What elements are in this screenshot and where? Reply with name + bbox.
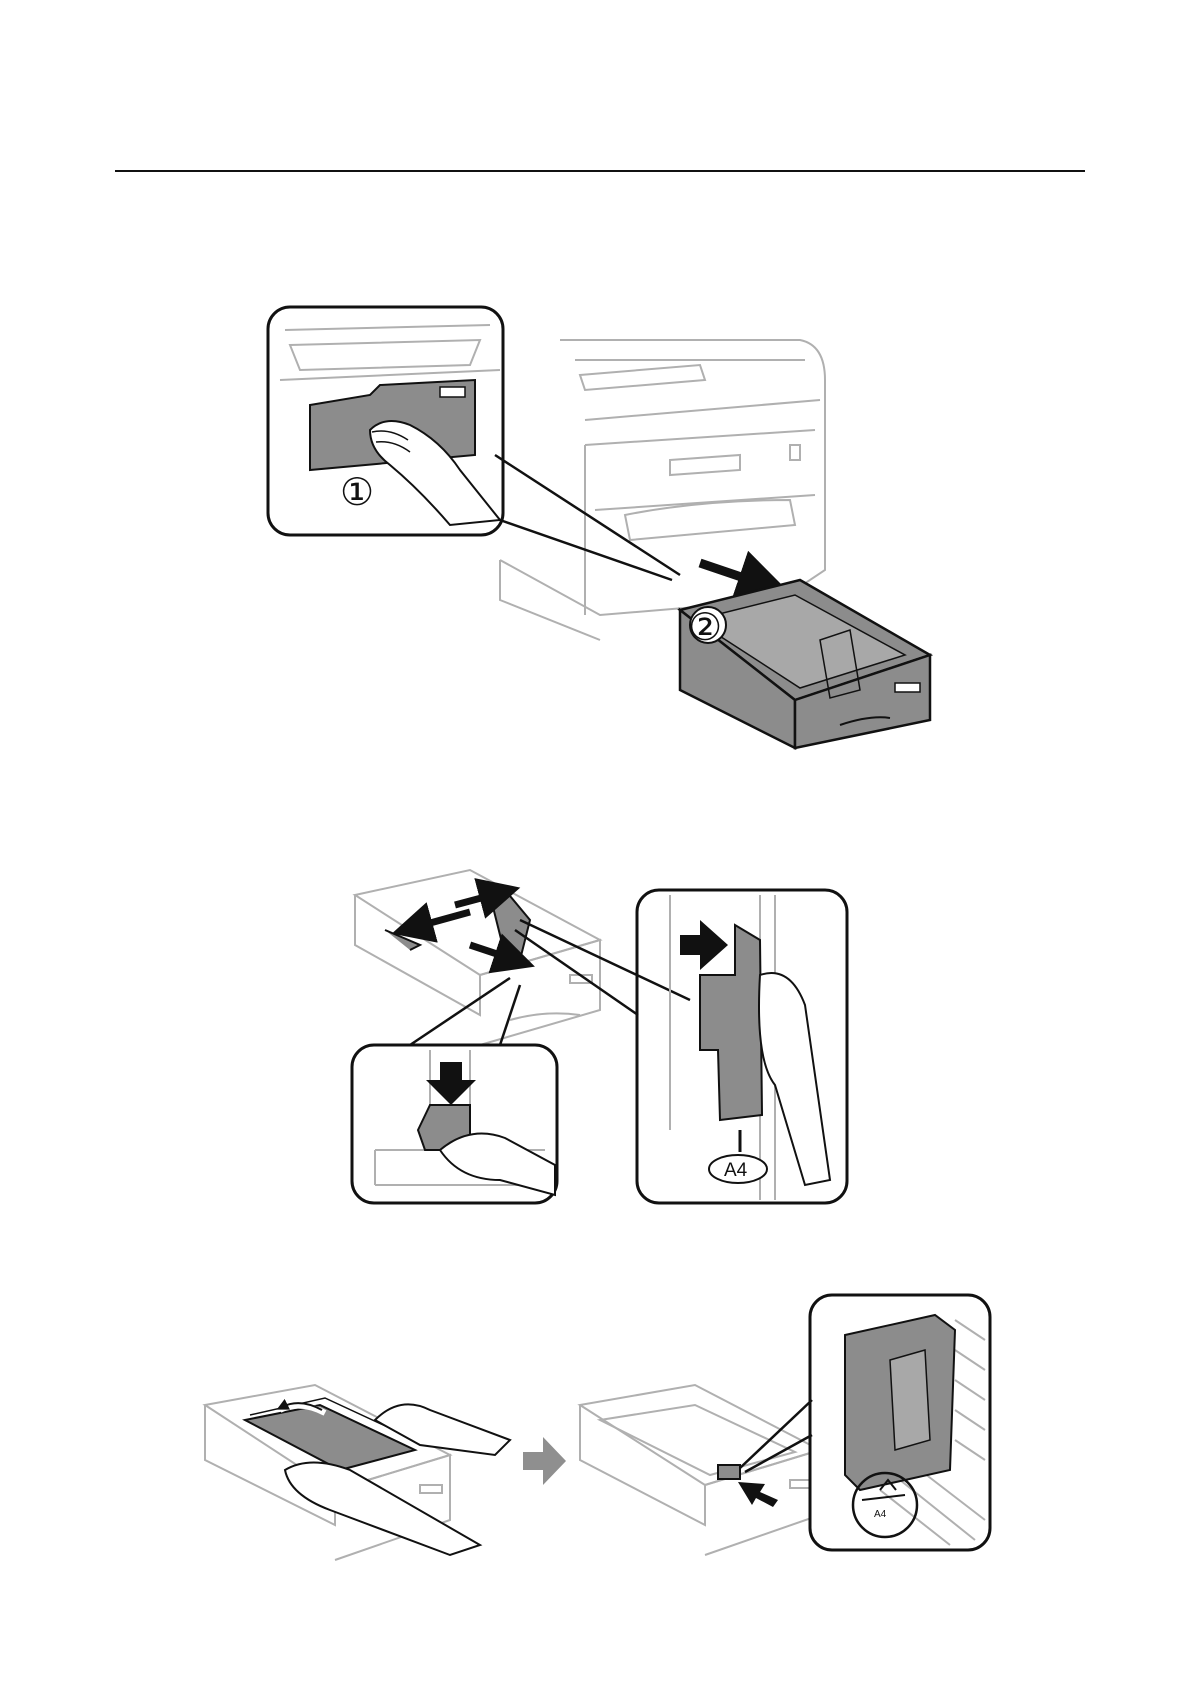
figure-remove-cassette: ① ② (268, 307, 930, 748)
paper-cassette-illustration (680, 580, 930, 748)
next-step-arrow-icon (523, 1437, 566, 1485)
cassette-loaded-illustration (580, 1385, 820, 1555)
push-arrow-icon (738, 1482, 778, 1507)
step-number-1: ① (340, 472, 374, 514)
size-label-a4-small: A4 (874, 1509, 887, 1520)
size-label-a4: A4 (724, 1160, 748, 1181)
edge-guide-gray (490, 890, 530, 960)
step-number-2: ② (688, 607, 722, 649)
figure-load-paper: A4 (205, 1295, 990, 1560)
figure-adjust-guides: A4 (352, 870, 847, 1203)
rear-guide-gray (718, 1465, 740, 1479)
pull-arrow-icon (700, 563, 765, 585)
